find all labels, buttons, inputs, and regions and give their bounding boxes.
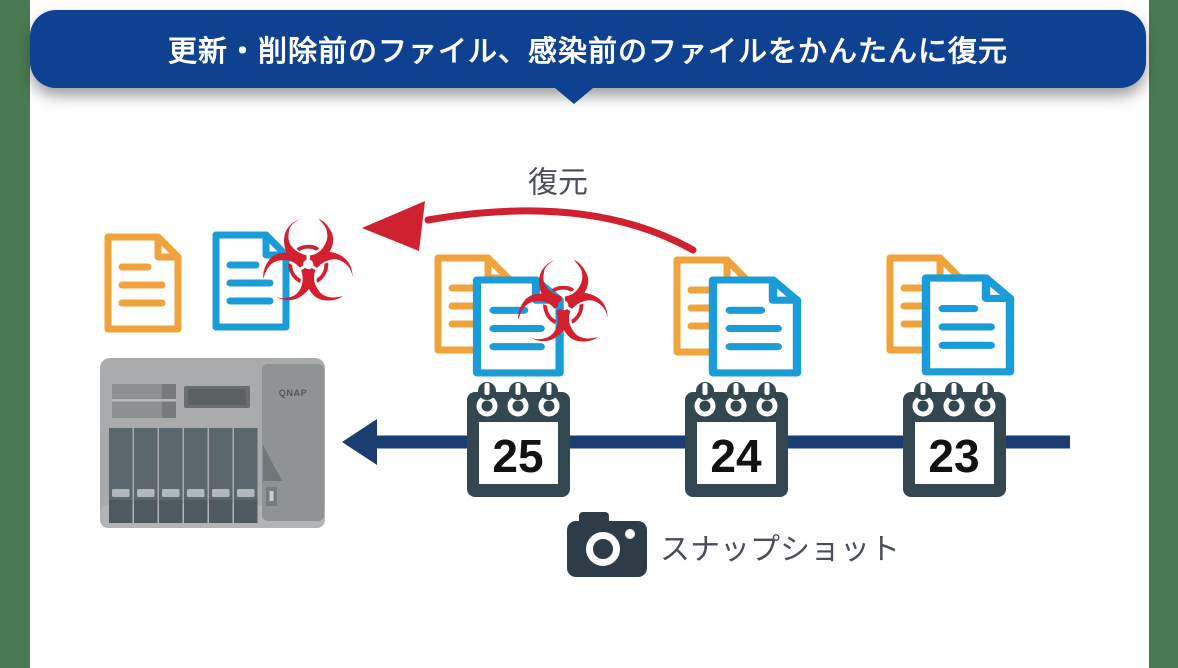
file-group-day24-clean	[677, 260, 797, 373]
file-group-day23-clean	[890, 258, 1010, 372]
content-card: 更新・削除前のファイル、感染前のファイルをかんたんに復元 復元	[30, 0, 1149, 668]
banner-title: 更新・削除前のファイル、感染前のファイルをかんたんに復元	[167, 36, 1008, 68]
calendar-day-24: 24	[685, 382, 788, 497]
header-banner: 更新・削除前のファイル、感染前のファイルをかんたんに復元	[30, 10, 1146, 88]
biohazard-icon: ☣	[513, 241, 613, 366]
banner-tail-pointer	[555, 88, 593, 104]
calendar-day-25: 25	[467, 382, 570, 497]
nas-side-panel	[262, 364, 324, 521]
calendar-day-23: 23	[903, 382, 1006, 497]
drive-bay	[159, 428, 183, 523]
snapshot-diagram: 復元 QNAP	[100, 167, 1070, 577]
camera-icon	[567, 512, 647, 577]
restore-label: 復元	[528, 167, 588, 200]
file-group-restored: ☣	[108, 200, 358, 330]
drive-bay	[209, 428, 233, 523]
calendar-day-label: 24	[710, 430, 762, 482]
snapshot-label: スナップショット	[660, 534, 900, 567]
restore-arrow	[362, 201, 697, 254]
drive-bay	[234, 428, 258, 523]
biohazard-icon: ☣	[258, 200, 358, 325]
drive-bay	[184, 428, 208, 523]
document-icon-blue	[713, 280, 797, 373]
drive-bay	[109, 428, 133, 523]
document-icon-blue	[926, 278, 1010, 372]
drive-bay	[134, 428, 158, 523]
nas-device: QNAP	[100, 358, 325, 528]
file-group-day25-infected: ☣	[438, 241, 613, 373]
document-icon-orange	[108, 237, 178, 329]
calendar-day-label: 25	[492, 430, 543, 482]
nas-drive-bays	[109, 428, 258, 523]
qnap-logo: QNAP	[279, 388, 307, 398]
calendar-day-label: 23	[928, 430, 979, 482]
